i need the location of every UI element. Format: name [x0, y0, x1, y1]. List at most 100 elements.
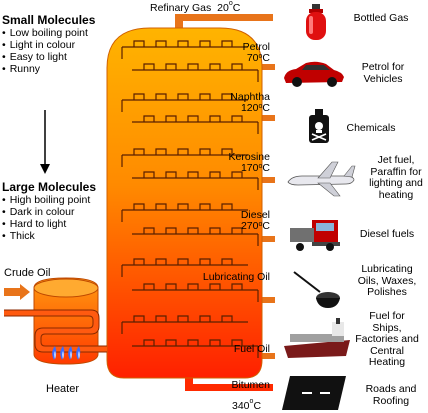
- bubble-cap: [165, 339, 177, 346]
- output-pipes: [175, 14, 275, 391]
- bubble-cap: [187, 115, 199, 122]
- bubble-cap: [187, 227, 199, 234]
- bubble-cap: [221, 258, 233, 265]
- bubble-cap: [187, 339, 199, 346]
- heater-label: Heater: [46, 383, 80, 395]
- gas-cylinder-icon: [306, 4, 326, 40]
- bubble-cap: [209, 339, 221, 346]
- bubble-cap: [221, 203, 233, 210]
- petrol-pipe: [255, 64, 275, 70]
- bubble-cap: [155, 40, 167, 47]
- large-molecules-properties: High boiling point Dark in colour Hard t…: [2, 194, 112, 242]
- fuel-oil-pipe: [255, 353, 275, 359]
- distillation-column: [106, 27, 263, 379]
- truck-icon: [290, 220, 340, 251]
- use-roads-roofing: Roads and Roofing: [365, 383, 417, 407]
- bubble-cap: [165, 63, 177, 70]
- flames-icon: [52, 346, 81, 360]
- lubricating-pipe: [255, 297, 275, 303]
- bubble-cap: [231, 283, 243, 290]
- bubble-cap: [231, 63, 243, 70]
- bubble-cap: [231, 115, 243, 122]
- oil-can-icon: [293, 271, 340, 308]
- diesel-pipe: [255, 236, 275, 242]
- naphtha-pipe: [255, 115, 275, 121]
- bubble-cap: [199, 258, 211, 265]
- bubble-cap: [187, 63, 199, 70]
- bubble-cap: [199, 203, 211, 210]
- bubble-cap: [155, 203, 167, 210]
- feed-pipe: [4, 310, 107, 352]
- bubble-cap: [209, 171, 221, 178]
- bubble-cap: [143, 339, 155, 346]
- use-bottled-gas: Bottled Gas: [353, 12, 409, 24]
- bubble-cap: [209, 283, 221, 290]
- bubble-cap: [133, 93, 145, 100]
- fraction-naphtha: Naphtha 120oC: [230, 91, 270, 114]
- heater: [33, 277, 99, 365]
- bubble-cap: [133, 40, 145, 47]
- large-molecules-block: Large Molecules High boiling point Dark …: [2, 180, 112, 242]
- bubble-cap: [143, 115, 155, 122]
- bubble-cap: [231, 339, 243, 346]
- bubble-cap: [199, 148, 211, 155]
- gas-pipe-vertical: [175, 16, 183, 38]
- bubble-cap: [133, 148, 145, 155]
- bubble-cap: [177, 40, 189, 47]
- use-fuel-ships: Fuel for Ships, Factories and Central He…: [355, 310, 419, 368]
- use-jet-fuel: Jet fuel, Paraffin for lighting and heat…: [369, 154, 423, 201]
- bubble-cap: [177, 203, 189, 210]
- bubble-cap: [199, 93, 211, 100]
- small-property: Low boiling point: [2, 27, 112, 39]
- use-petrol-vehicles: Petrol for Vehicles: [361, 61, 405, 85]
- bubble-cap: [165, 171, 177, 178]
- bubble-cap: [155, 258, 167, 265]
- use-chemicals: Chemicals: [346, 122, 396, 134]
- large-property: Hard to light: [2, 218, 112, 230]
- use-lubricating: Lubricating Oils, Waxes, Polishes: [357, 263, 417, 298]
- bitumen-pipe-vertical: [185, 375, 193, 390]
- small-molecules-block: Small Molecules Low boiling point Light …: [2, 13, 112, 75]
- small-property: Easy to light: [2, 51, 112, 63]
- bubble-cap: [231, 171, 243, 178]
- small-molecules-properties: Low boiling point Light in colour Easy t…: [2, 27, 112, 75]
- bubble-cap: [177, 148, 189, 155]
- fraction-fuel-oil: Fuel Oil: [233, 343, 270, 355]
- small-property: Runny: [2, 63, 112, 75]
- bubble-cap: [165, 115, 177, 122]
- bubble-cap: [165, 227, 177, 234]
- bubble-cap: [221, 93, 233, 100]
- bubble-cap: [143, 227, 155, 234]
- bubble-cap: [165, 283, 177, 290]
- fraction-kerosine: Kerosine 170oC: [228, 151, 270, 174]
- bubble-cap: [221, 40, 233, 47]
- small-property: Light in colour: [2, 39, 112, 51]
- bubble-cap: [221, 315, 233, 322]
- road-icon: [282, 376, 346, 410]
- bubble-cap: [199, 315, 211, 322]
- bubble-cap: [133, 315, 145, 322]
- bubble-cap: [209, 115, 221, 122]
- car-icon: [284, 61, 344, 87]
- bubble-cap: [187, 171, 199, 178]
- bubble-cap: [199, 40, 211, 47]
- use-diesel-fuels: Diesel fuels: [359, 228, 415, 240]
- bubble-cap: [231, 227, 243, 234]
- large-property: Dark in colour: [2, 206, 112, 218]
- bubble-cap: [143, 171, 155, 178]
- kerosine-pipe: [255, 177, 275, 183]
- fraction-diesel: Diesel 270oC: [240, 209, 270, 232]
- bitumen-pipe-horizontal: [185, 384, 273, 391]
- bubble-cap: [133, 203, 145, 210]
- bubble-cap: [133, 258, 145, 265]
- chemical-bottle-icon: [309, 109, 329, 143]
- bitumen-temperature: 340oC: [232, 398, 262, 412]
- bubble-cap: [143, 63, 155, 70]
- column-trays: [121, 40, 259, 358]
- down-arrow-icon: [40, 110, 50, 174]
- crude-oil-arrow: [4, 284, 30, 300]
- ship-icon: [284, 318, 350, 358]
- fraction-petrol: Petrol 70oC: [242, 41, 270, 64]
- large-molecules-title: Large Molecules: [2, 180, 97, 194]
- bubble-cap: [155, 148, 167, 155]
